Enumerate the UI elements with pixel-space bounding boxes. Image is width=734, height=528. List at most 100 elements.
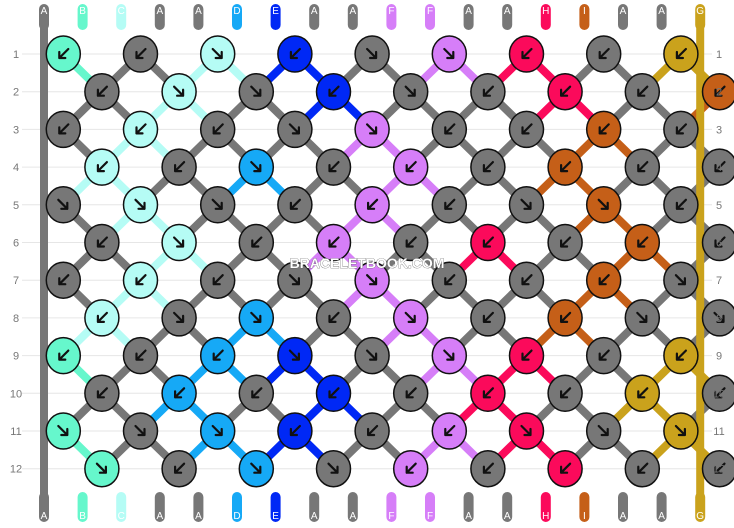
knot [315,449,352,488]
string-top-stub [309,4,320,30]
knot [45,110,82,149]
knot [392,449,429,488]
arrow-down-left-icon [405,236,417,248]
knot [431,336,468,375]
knot [392,299,429,337]
string-bottom-stub [540,492,551,522]
string-letter-top: C [118,6,125,17]
knot [585,412,622,450]
row-number-left: 2 [13,87,19,99]
arrow-down-right-icon [597,424,609,437]
arrow-down-left-icon [598,349,610,361]
arrow-down-left-icon [96,161,108,173]
row-number-right: 12 [713,464,725,476]
arrow-down-right-icon [250,311,262,323]
knot [84,72,120,111]
arrow-down-left-icon [289,424,301,437]
knot [624,72,661,111]
knot [470,72,506,111]
knot [45,412,82,450]
arrow-down-left-icon [714,387,726,399]
arrow-down-right-icon [134,198,146,210]
knot [238,148,275,186]
knot [585,110,622,149]
row-number-left: 5 [13,200,19,212]
string-bottom-stub [386,492,397,522]
string-letter-bottom: A [41,511,48,522]
string-letter-top: A [465,6,472,17]
string-top-stub [502,4,513,30]
watermark-text: BRACELETBOOK.COM [290,255,445,271]
knot [701,299,734,337]
knot [354,412,390,450]
string-top-stub [425,4,435,30]
arrow-down-left-icon [328,85,340,97]
arrow-down-left-icon [637,85,649,97]
arrow-down-right-icon [211,424,223,437]
arrow-down-left-icon [135,349,147,361]
knot [470,148,506,186]
string-letter-bottom: F [388,511,394,522]
knot [277,186,313,224]
string-top-stub [39,4,49,30]
arrow-down-left-icon [96,85,108,97]
string-bottom-stub [425,492,435,522]
arrow-down-left-icon [174,462,186,474]
arrow-down-left-icon [482,462,494,474]
string-letter-top: F [388,6,394,17]
arrow-down-left-icon [560,236,572,248]
arrow-down-left-icon [174,387,186,399]
knot [585,336,622,375]
string-top-stub [270,4,281,30]
string-letter-top: H [542,6,549,17]
string-bottom-stub [347,492,358,522]
knot [701,223,734,262]
knot [701,374,734,413]
knot [547,223,583,262]
string-letter-top: A [41,6,48,17]
string-letter-bottom: A [504,511,511,522]
arrow-down-left-icon [560,311,572,323]
arrow-down-right-icon [57,424,69,437]
string-bottom-stub [193,492,204,522]
string-letter-bottom: A [620,511,627,522]
string-letter-top: A [620,6,627,17]
string-bottom-stub [309,492,320,522]
knot [547,72,583,111]
string-letter-top: I [583,6,586,17]
string-top-stub [540,4,551,30]
arrow-down-left-icon [58,349,70,361]
string-top-stub [695,4,706,30]
knot [84,148,120,186]
arrow-down-left-icon [482,161,494,173]
arrow-down-right-icon [674,274,686,286]
string-letter-top: F [427,6,433,17]
knot [354,186,390,224]
arrow-down-left-icon [135,274,147,286]
string-letter-top: A [311,6,318,17]
knot [431,261,468,299]
string-bottom-stub [502,492,513,522]
knot [315,299,352,337]
arrow-down-right-icon [288,274,300,286]
string-letter-bottom: B [79,511,86,522]
knot [315,72,352,111]
arrow-down-left-icon [444,123,456,135]
knot [354,336,390,375]
arrow-down-right-icon [250,462,262,474]
knot [277,412,313,450]
knot [624,148,661,186]
arrow-down-right-icon [288,349,300,361]
arrow-down-right-icon [597,198,609,210]
knot [277,336,313,375]
knot [508,35,545,73]
knot [508,186,545,224]
knot [701,72,734,111]
arrow-down-left-icon [174,161,186,173]
arrow-down-left-icon [135,123,147,135]
arrow-down-right-icon [211,198,223,210]
knot [315,374,352,413]
string-bottom-stub [579,492,590,522]
arrow-down-left-icon [212,349,224,361]
string-top-stub [618,4,628,30]
